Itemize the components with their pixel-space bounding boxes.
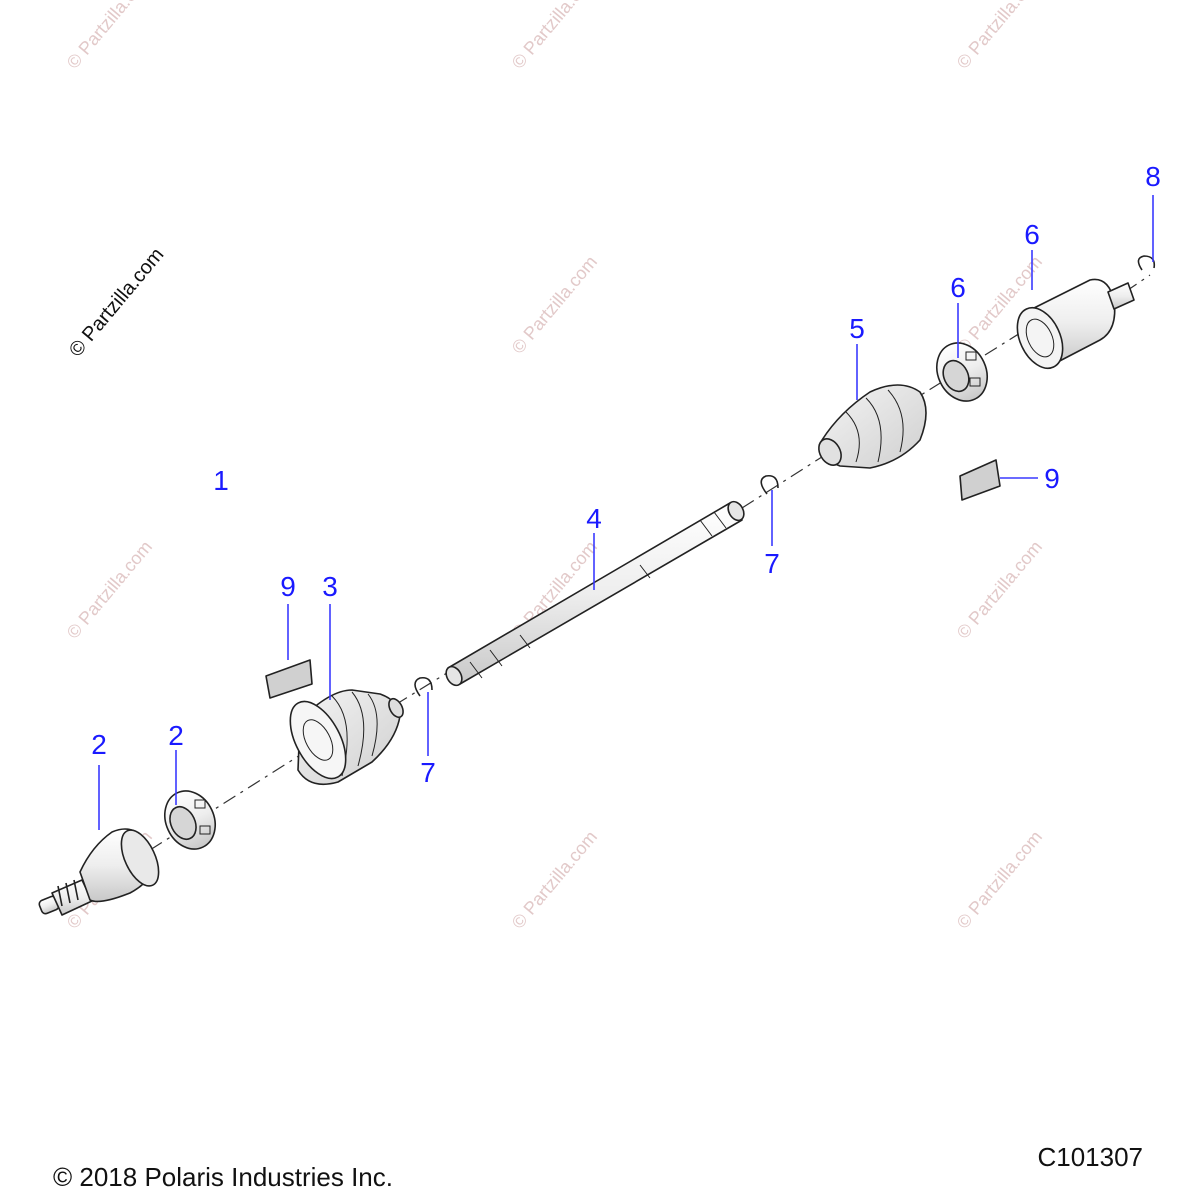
watermark-text: © Partzilla.com: [508, 252, 601, 358]
inner-boot: [818, 384, 927, 469]
watermark-main: © Partzilla.com: [65, 244, 168, 361]
callout-2-race: 2: [168, 720, 184, 751]
circlip-right: [760, 474, 779, 495]
watermark-text: © Partzilla.com: [508, 827, 601, 933]
callout-9-right: 9: [1044, 463, 1060, 494]
diagram-id: C101307: [1037, 1142, 1143, 1172]
callout-2-housing: 2: [91, 729, 107, 760]
axle-shaft: [445, 500, 745, 687]
watermark-text: © Partzilla.com: [508, 0, 601, 73]
watermark-text: © Partzilla.com: [953, 827, 1046, 933]
outer-inner-race: [164, 790, 216, 850]
callout-8: 8: [1145, 161, 1161, 192]
watermark-text: © Partzilla.com: [953, 0, 1046, 73]
callout-1: 1: [213, 465, 229, 496]
outer-cv-housing: [38, 828, 160, 916]
circlip-left: [414, 676, 433, 697]
shop-rag-right: [959, 459, 1001, 501]
callouts: 1 2 2 9 3 7 4 7 5 6 6 8 9: [91, 161, 1161, 788]
callout-7-right: 7: [764, 548, 780, 579]
outer-boot: [289, 689, 404, 786]
watermark-layer: © Partzilla.com © Partzilla.com © Partzi…: [63, 0, 1046, 933]
callout-3: 3: [322, 571, 338, 602]
callout-6-race: 6: [950, 272, 966, 303]
inner-inner-race: [936, 342, 988, 402]
watermark-text: © Partzilla.com: [63, 537, 156, 643]
callout-5: 5: [849, 313, 865, 344]
watermark-text: © Partzilla.com: [63, 0, 156, 73]
callout-7-left: 7: [420, 757, 436, 788]
callout-4: 4: [586, 503, 602, 534]
inner-cv-housing: [1016, 278, 1135, 370]
circlip-end: [1137, 255, 1156, 271]
leader-lines: [98, 195, 1154, 830]
callout-6-housing: 6: [1024, 219, 1040, 250]
watermark-text: © Partzilla.com: [953, 537, 1046, 643]
copyright-text: © 2018 Polaris Industries Inc.: [53, 1162, 393, 1192]
shop-rag-left: [265, 659, 313, 699]
callout-9-left: 9: [280, 571, 296, 602]
